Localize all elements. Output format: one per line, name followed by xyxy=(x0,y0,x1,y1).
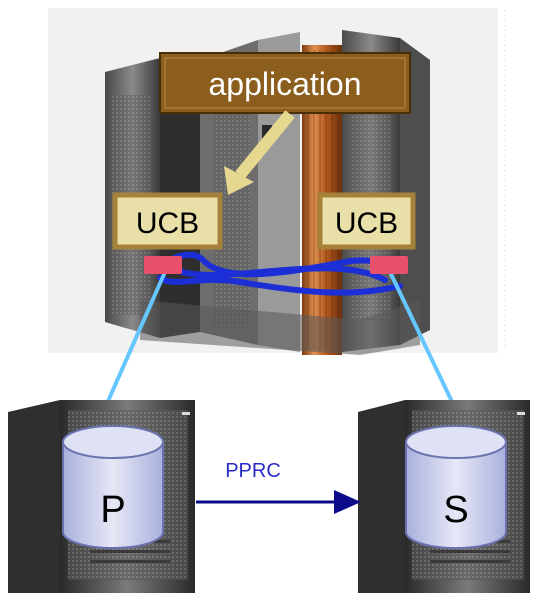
ucb-left-box xyxy=(112,192,223,250)
pprc-label: PPRC xyxy=(225,460,281,482)
secondary-volume-cylinder xyxy=(405,425,507,549)
channel-cable-lower xyxy=(157,275,403,296)
fiber-link-secondary xyxy=(388,271,457,409)
connector-right xyxy=(370,256,408,274)
ucb-right-box xyxy=(317,192,416,250)
application-label: application xyxy=(209,66,362,102)
channel-cables xyxy=(157,251,403,296)
connector-left xyxy=(144,256,182,274)
ucb-right-label: UCB xyxy=(335,207,398,240)
application-to-ucb-arrow xyxy=(224,110,295,195)
primary-volume-label: P xyxy=(100,489,125,531)
fiber-link-primary xyxy=(103,271,167,409)
primary-volume-cylinder xyxy=(62,425,164,549)
ucb-left-label: UCB xyxy=(136,207,199,240)
secondary-volume-label: S xyxy=(443,489,468,531)
channel-cable-cross xyxy=(169,265,388,283)
application-box xyxy=(159,52,411,114)
